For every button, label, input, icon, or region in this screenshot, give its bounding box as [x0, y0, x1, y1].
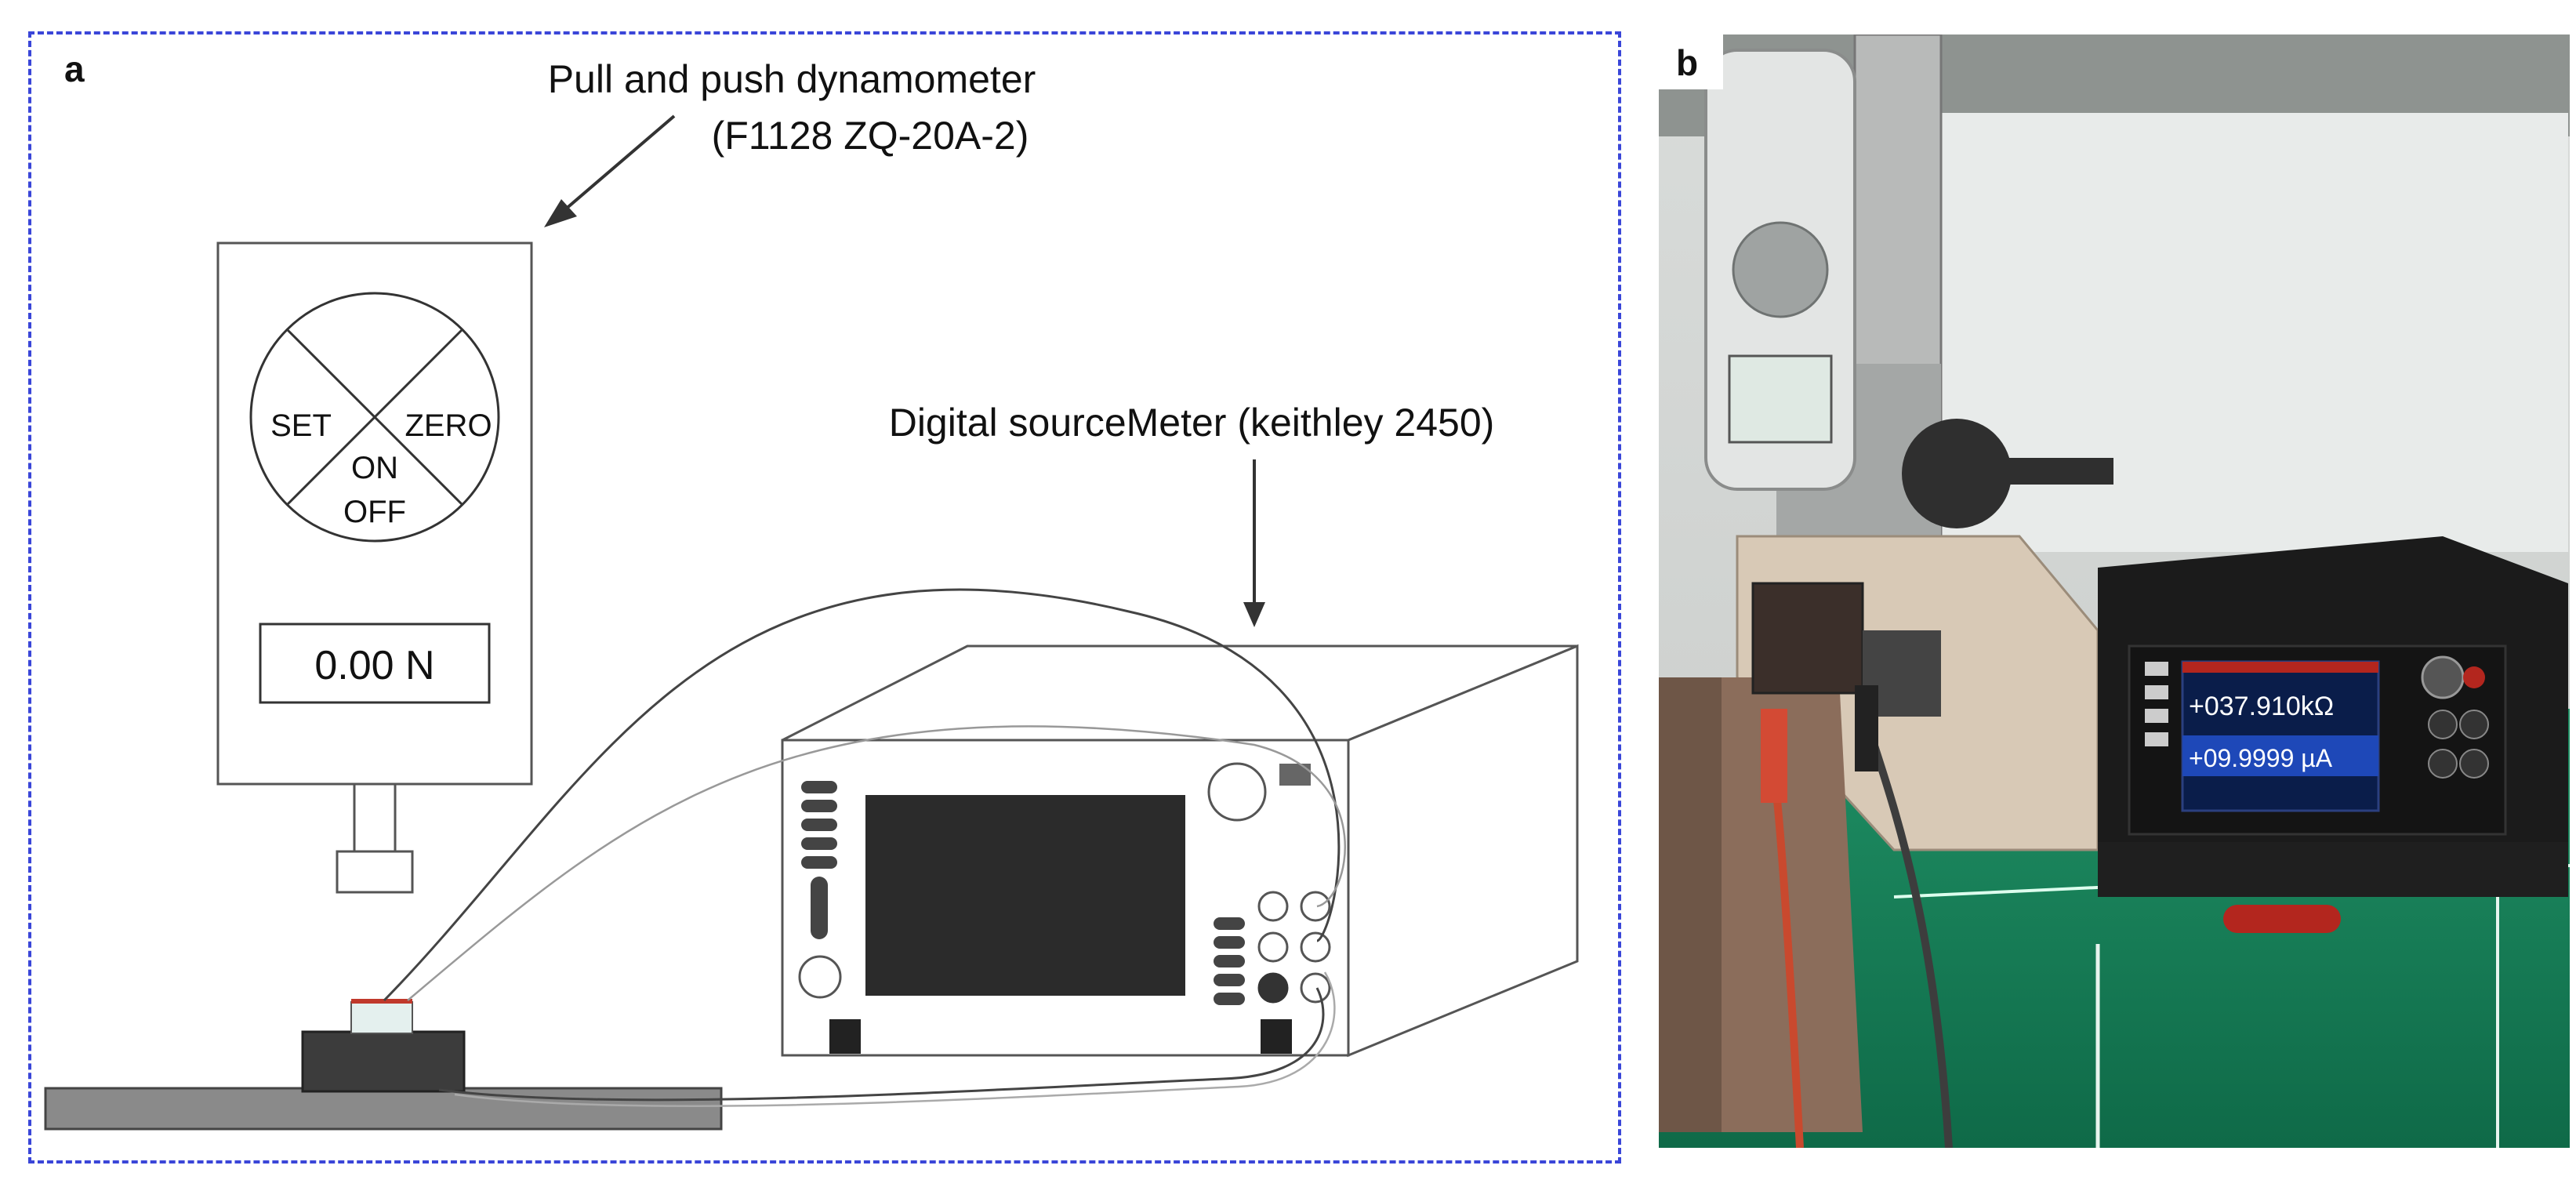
sample [350, 1001, 413, 1034]
sourcemeter-photo: +037.910kΩ +09.9999 µA [2098, 536, 2568, 933]
dynamometer: SET ZERO ON OFF 0.00 N [216, 241, 533, 894]
panel-a-border [28, 31, 1621, 1164]
dynamometer-arrow [544, 114, 676, 227]
cable-3 [438, 987, 1325, 1102]
screen-current: +09.9999 µA [2189, 744, 2333, 772]
sourcemeter [781, 644, 1579, 1058]
dial-off-label: OFF [343, 495, 406, 529]
sample-stage [301, 1030, 466, 1093]
cable-2 [407, 725, 1347, 1001]
cable-1 [383, 588, 1341, 1002]
dynamometer-title: Pull and push dynamometer [548, 57, 1036, 101]
panel-a-label: a [64, 49, 85, 89]
panel-b-photo: +037.910kΩ +09.9999 µA b [1659, 34, 2570, 1148]
dial-on-label: ON [351, 451, 398, 485]
panel-b-label: b [1676, 42, 1698, 83]
dynamometer-model: (F1128 ZQ-20A-2) [712, 114, 1029, 158]
base-plate [44, 1087, 723, 1131]
screen-resistance: +037.910kΩ [2189, 692, 2334, 721]
force-display-reading: 0.00 N [314, 643, 434, 688]
dial-set-label: SET [270, 408, 332, 443]
dial-zero-label: ZERO [405, 408, 492, 443]
sourcemeter-label: Digital sourceMeter (keithley 2450) [889, 401, 1495, 445]
probe-tip [336, 850, 414, 894]
sample-electrode [351, 999, 412, 1004]
schematic-diagram: a Pull and push dynamometer (F1128 ZQ-20… [44, 49, 1579, 1131]
sourcemeter-screen [865, 795, 1185, 996]
force-display [259, 623, 491, 704]
cable-4 [454, 971, 1336, 1107]
sourcemeter-arrow [1243, 459, 1265, 627]
panel-b-label-box [1659, 34, 1723, 89]
